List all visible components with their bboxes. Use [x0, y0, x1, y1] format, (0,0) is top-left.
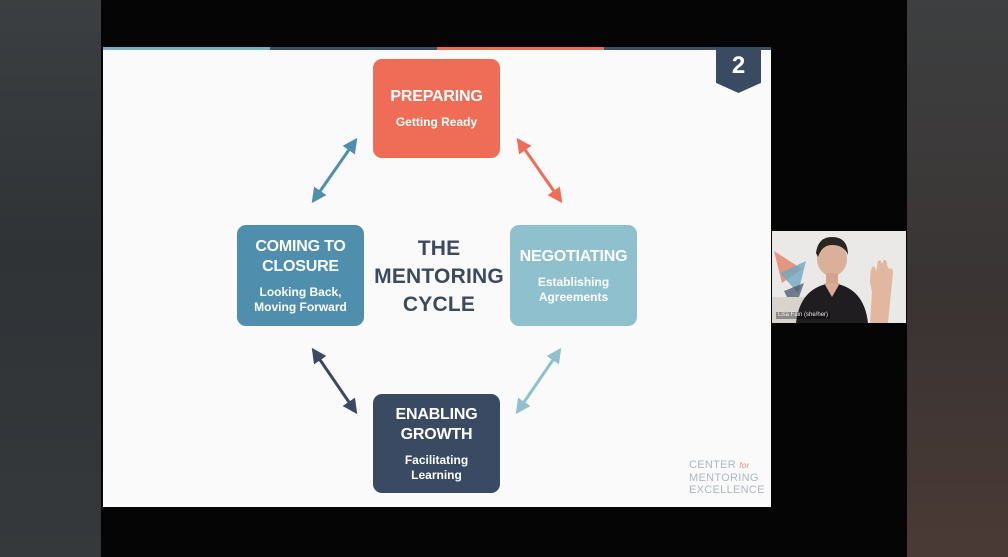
cycle-arrows	[311, 137, 563, 415]
stage-subtitle: Establishing Agreements	[537, 274, 610, 304]
stage-enabling-growth: ENABLING GROWTH Facilitating Learning	[373, 394, 500, 493]
shared-screen-slide: 2 PREPARIN	[103, 47, 771, 507]
arrow-preparing-negotiating	[516, 137, 563, 204]
stage-title: NEGOTIATING	[519, 247, 628, 265]
blurred-background-right	[907, 0, 1008, 557]
stage-title: PREPARING	[390, 88, 483, 105]
cycle-center-title: THE MENTORING CYCLE	[374, 237, 504, 316]
participant-video-feed	[772, 231, 906, 323]
stage-coming-to-closure: COMING TO CLOSURE Looking Back, Moving F…	[237, 225, 364, 326]
stage-subtitle: Getting Ready	[395, 115, 478, 129]
participant-name-label: Lisa Fain (she/her)	[776, 312, 831, 319]
stage-title: COMING TO CLOSURE	[255, 237, 346, 275]
slide-number-badge: 2	[716, 47, 761, 93]
slide-top-rule	[103, 47, 771, 50]
blurred-background-left	[0, 0, 101, 557]
arrow-negotiating-enabling	[515, 347, 562, 415]
stage-preparing: PREPARING Getting Ready	[373, 59, 500, 158]
stage-title: ENABLING GROWTH	[395, 405, 478, 443]
arrow-closure-preparing	[311, 137, 358, 204]
arrow-enabling-closure	[311, 347, 358, 415]
center-for-mentoring-excellence-logo: CENTER for MENTORING EXCELLENCE	[689, 459, 765, 496]
stage-subtitle: Looking Back, Moving Forward	[254, 284, 347, 314]
stage-subtitle: Facilitating Learning	[404, 452, 469, 482]
stage-negotiating: NEGOTIATING Establishing Agreements	[510, 225, 637, 326]
participant-video-tile[interactable]: Lisa Fain (she/her)	[772, 231, 906, 323]
